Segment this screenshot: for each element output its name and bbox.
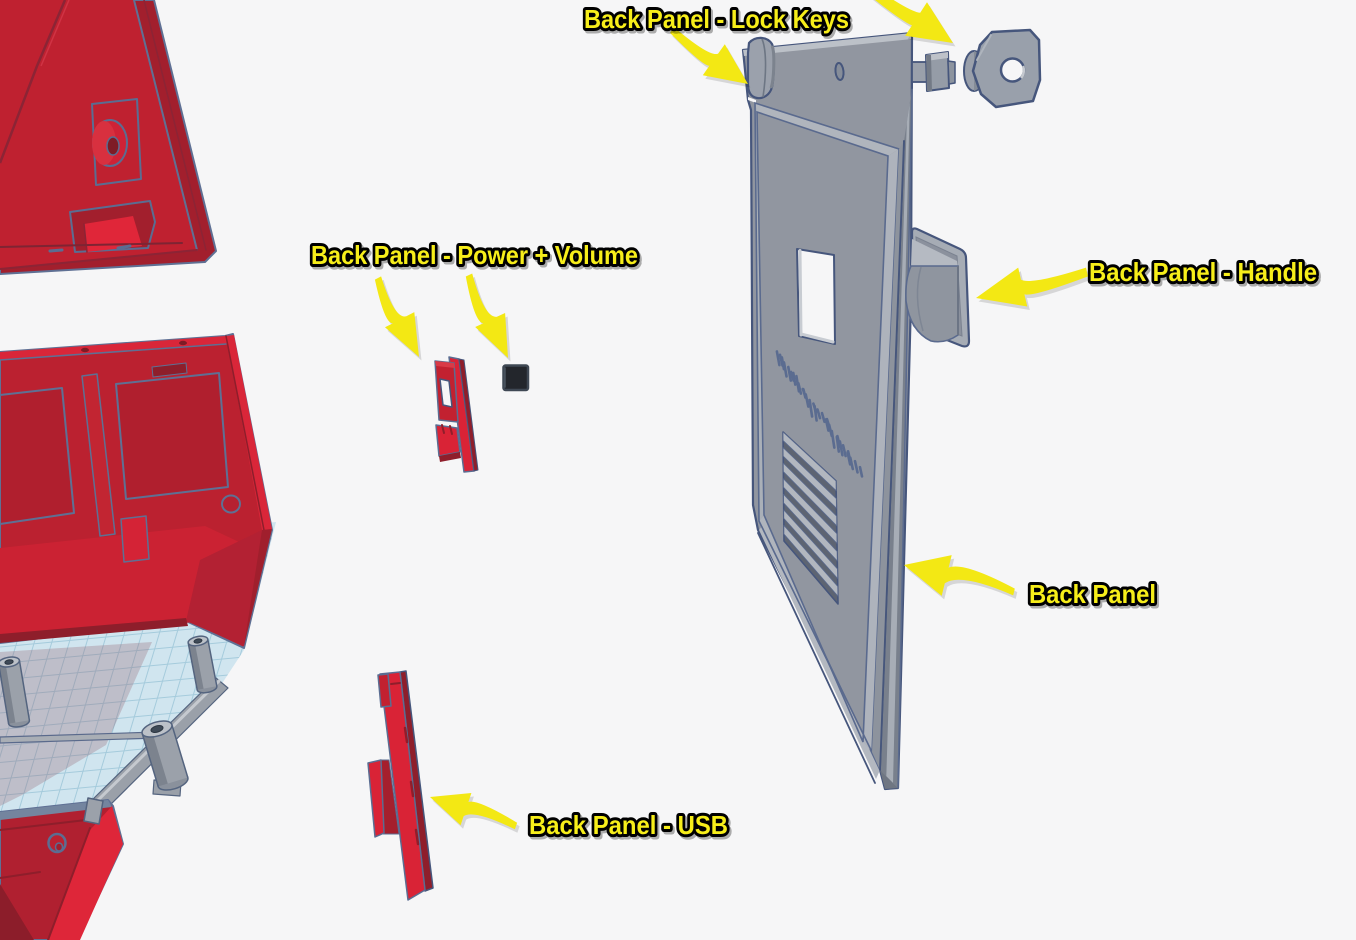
svg-text:Back Panel - USB: Back Panel - USB [529,810,728,840]
svg-text:Back Panel - Power + Volume: Back Panel - Power + Volume [313,243,640,273]
svg-text:Back Panel - Lock Keys: Back Panel - Lock Keys [586,7,851,37]
svg-text:Back Panel - Handle: Back Panel - Handle [1091,260,1319,290]
svg-text:Back Panel - Handle: Back Panel - Handle [1089,257,1317,287]
svg-text:Back Panel: Back Panel [1031,582,1158,612]
svg-text:Back Panel - Power + Volume: Back Panel - Power + Volume [311,240,638,270]
svg-text:Back Panel - Lock Keys: Back Panel - Lock Keys [584,4,849,34]
svg-text:Back Panel - USB: Back Panel - USB [531,813,730,843]
svg-text:Back Panel: Back Panel [1029,579,1156,609]
